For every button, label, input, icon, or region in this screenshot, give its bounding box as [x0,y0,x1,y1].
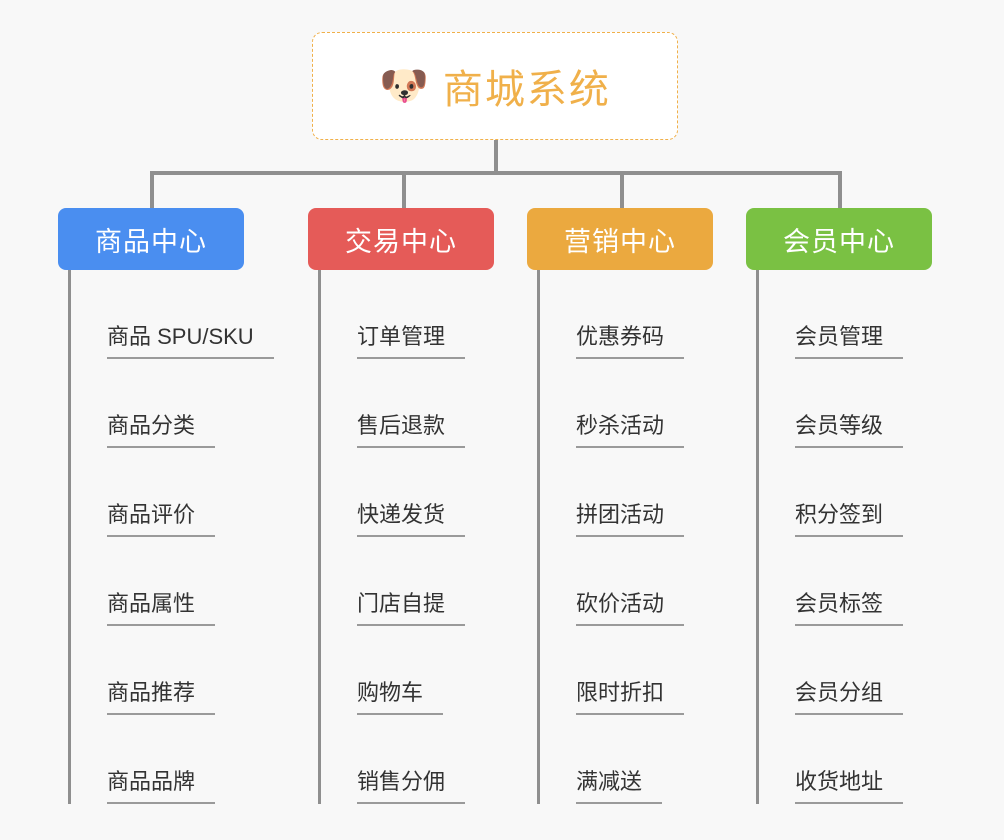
connector-drop-member-center [838,171,842,211]
leaf-item[interactable]: 满减送 [540,715,713,804]
leaf-item[interactable]: 快递发货 [321,448,494,537]
leaf-item-label: 商品 SPU/SKU [107,324,274,359]
leaf-item-label: 商品分类 [107,413,216,448]
leaf-item-label: 拼团活动 [576,502,685,537]
leaf-item-label: 商品评价 [107,502,216,537]
leaf-item-label: 优惠券码 [576,324,685,359]
leaf-item[interactable]: 积分签到 [759,448,932,537]
leaf-item-label: 会员标签 [795,591,904,626]
leaf-item[interactable]: 优惠券码 [540,270,713,359]
leaf-item[interactable]: 商品推荐 [71,626,244,715]
leaf-item-label: 会员管理 [795,324,904,359]
category-header-marketing-center[interactable]: 营销中心 [527,208,713,270]
connector-root-stem [494,140,498,174]
leaf-item[interactable]: 售后退款 [321,359,494,448]
leaf-item-label: 订单管理 [357,324,466,359]
leaf-item[interactable]: 会员分组 [759,626,932,715]
leaf-item[interactable]: 商品 SPU/SKU [71,270,274,359]
leaf-item[interactable]: 商品分类 [71,359,244,448]
leaf-list-product-center: 商品 SPU/SKU 商品分类商品评价商品属性商品推荐商品品牌 [68,270,274,804]
leaf-item-label: 门店自提 [357,591,466,626]
connector-drop-trade-center [402,171,406,211]
leaf-item[interactable]: 购物车 [321,626,494,715]
leaf-item[interactable]: 收货地址 [759,715,932,804]
shiba-dog-face-icon: 🐶 [379,64,429,108]
branch-column-member-center: 会员中心会员管理会员等级积分签到会员标签会员分组收货地址 [746,208,932,804]
leaf-item-label: 积分签到 [795,502,904,537]
leaf-item[interactable]: 会员管理 [759,270,932,359]
root-node[interactable]: 🐶 商城系统 [312,32,678,140]
branch-column-marketing-center: 营销中心优惠券码秒杀活动拼团活动砍价活动限时折扣满减送 [527,208,713,804]
leaf-list-trade-center: 订单管理售后退款快递发货门店自提购物车销售分佣 [318,270,494,804]
leaf-item-label: 限时折扣 [576,680,685,715]
root-title: 商城系统 [442,68,611,112]
leaf-item-label: 会员等级 [795,413,904,448]
leaf-item[interactable]: 商品评价 [71,448,244,537]
leaf-item[interactable]: 商品属性 [71,537,244,626]
leaf-item[interactable]: 销售分佣 [321,715,494,804]
leaf-item[interactable]: 商品品牌 [71,715,244,804]
branch-column-trade-center: 交易中心订单管理售后退款快递发货门店自提购物车销售分佣 [308,208,494,804]
connector-drop-product-center [150,171,154,211]
category-header-product-center[interactable]: 商品中心 [58,208,244,270]
leaf-item-label: 商品品牌 [107,769,216,804]
leaf-item-label: 商品推荐 [107,680,216,715]
leaf-item-label: 满减送 [576,769,663,804]
leaf-item[interactable]: 会员等级 [759,359,932,448]
leaf-item-label: 砍价活动 [576,591,685,626]
leaf-list-member-center: 会员管理会员等级积分签到会员标签会员分组收货地址 [756,270,932,804]
leaf-item-label: 销售分佣 [357,769,466,804]
leaf-item[interactable]: 限时折扣 [540,626,713,715]
leaf-item[interactable]: 门店自提 [321,537,494,626]
leaf-item-label: 购物车 [357,680,444,715]
leaf-item[interactable]: 会员标签 [759,537,932,626]
leaf-item-label: 售后退款 [357,413,466,448]
leaf-list-marketing-center: 优惠券码秒杀活动拼团活动砍价活动限时折扣满减送 [537,270,713,804]
leaf-item-label: 秒杀活动 [576,413,685,448]
leaf-item-label: 收货地址 [795,769,904,804]
leaf-item[interactable]: 拼团活动 [540,448,713,537]
leaf-item-label: 商品属性 [107,591,216,626]
leaf-item-label: 会员分组 [795,680,904,715]
leaf-item[interactable]: 订单管理 [321,270,494,359]
leaf-item[interactable]: 秒杀活动 [540,359,713,448]
leaf-item[interactable]: 砍价活动 [540,537,713,626]
connector-drop-marketing-center [620,171,624,211]
leaf-item-label: 快递发货 [357,502,466,537]
category-header-trade-center[interactable]: 交易中心 [308,208,494,270]
connector-horizontal-bus [150,171,840,175]
category-header-member-center[interactable]: 会员中心 [746,208,932,270]
branch-column-product-center: 商品中心商品 SPU/SKU 商品分类商品评价商品属性商品推荐商品品牌 [58,208,274,804]
